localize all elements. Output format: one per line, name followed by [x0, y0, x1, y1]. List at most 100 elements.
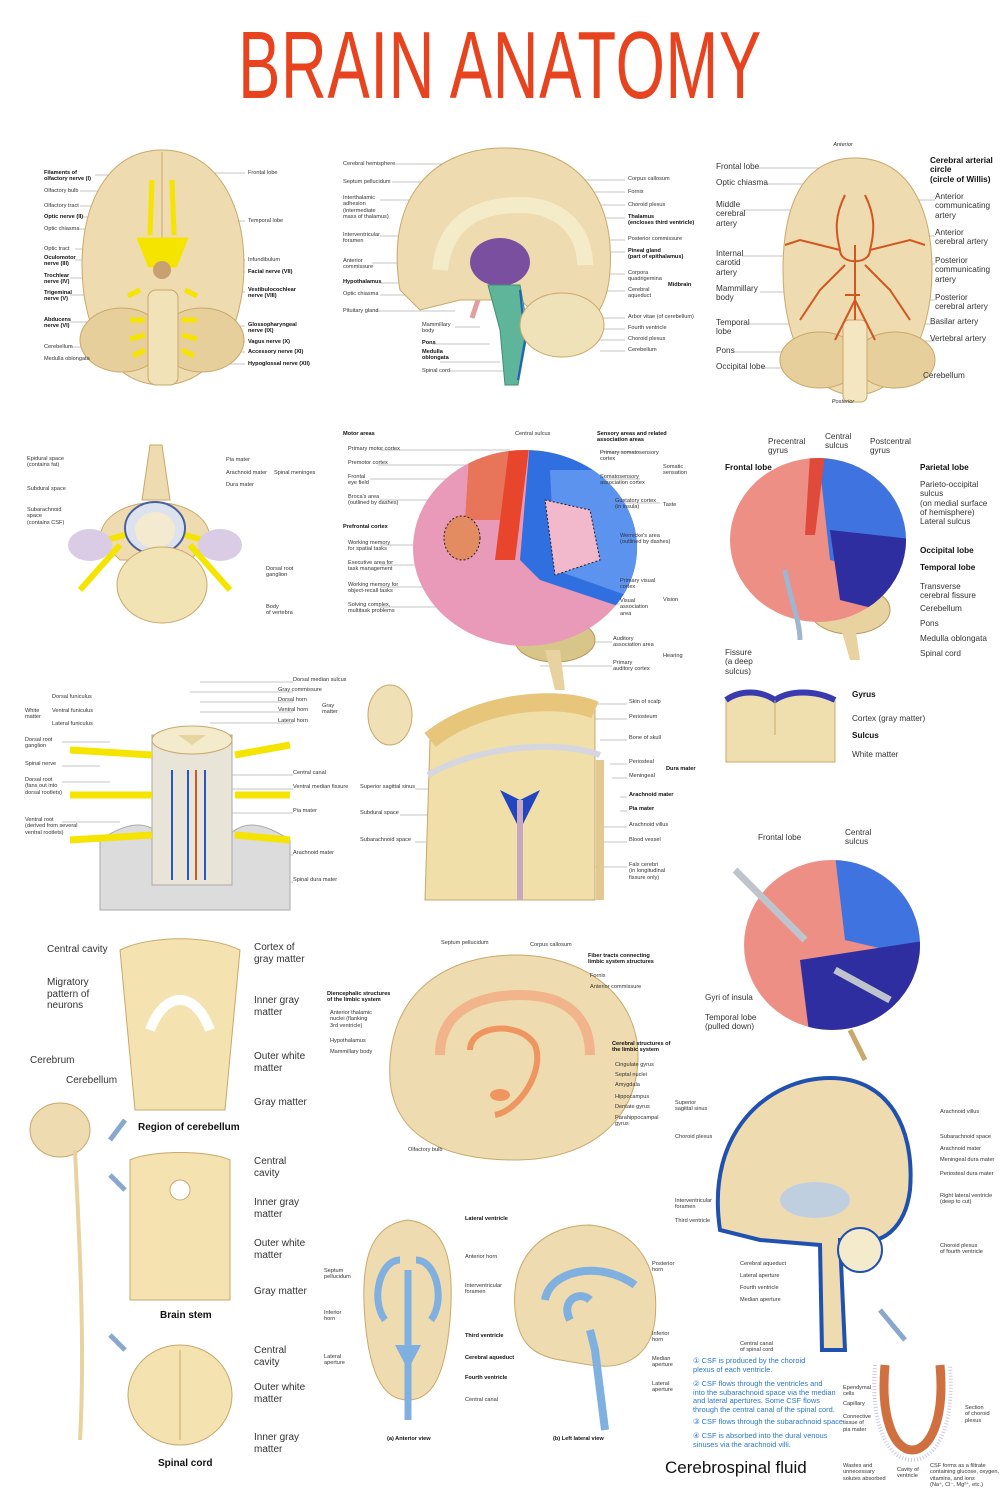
csf-label: Ependymal cells — [843, 1385, 871, 1398]
lobes-label: Medulla oblongata — [920, 634, 987, 643]
cranial-meninges-label: Dura mater — [666, 766, 696, 772]
lobes-label: Temporal lobe — [920, 563, 976, 572]
spinal-cord-label: Lateral horn — [278, 718, 308, 724]
spinal-cord-label: Ventral funiculus — [52, 708, 94, 714]
spinal-cord-label: Gray commissure — [278, 687, 322, 693]
lobes-label: Cerebellum — [920, 604, 962, 613]
sagittal-label: Medulla oblongata — [422, 349, 449, 362]
sagittal-label: Hypothalamus — [343, 279, 382, 285]
development-label: Gray matter — [254, 1286, 307, 1297]
limbic-label: Septal nuclei — [615, 1072, 648, 1078]
sagittal-label: Corpus callosum — [628, 176, 670, 182]
functional-areas-label: Somatosensory association cortex — [600, 474, 645, 487]
circle-of-willis-label: Pons — [716, 346, 735, 355]
functional-areas-label: Auditory association area — [613, 636, 654, 649]
development-label: Gray matter — [254, 1097, 307, 1108]
circle-of-willis-label: Mammillary body — [716, 284, 758, 303]
sagittal-label: Cerebral aqueduct — [628, 287, 652, 300]
sagittal-label: Arbor vitae (of cerebellum) — [628, 314, 694, 320]
limbic-label: Septum pellucidum — [441, 940, 489, 946]
sagittal-label: Midbrain — [668, 282, 692, 288]
ventricles-label: Fourth ventricle — [465, 1375, 508, 1381]
circle-of-willis-label: Temporal lobe — [716, 318, 750, 337]
csf-label: Median aperture — [740, 1297, 781, 1303]
functional-areas-label: Sensory areas and related association ar… — [597, 431, 667, 444]
csf-label: Section of choroid plexus — [965, 1405, 990, 1424]
ventricles-label: Posterior horn — [652, 1261, 675, 1274]
limbic-label: Anterior commissure — [590, 984, 642, 990]
lobes-label: Spinal cord — [920, 649, 961, 658]
functional-areas-label: Prefrontal cortex — [343, 524, 388, 530]
lobes-label: Fissure (a deep sulcus) — [725, 648, 753, 676]
cranial-meninges-label: Periosteum — [629, 714, 658, 720]
circle-of-willis-label: Anterior — [833, 142, 853, 148]
sagittal-label: Cerebellum — [628, 347, 657, 353]
cranial-nerves-label: Glossopharyngeal nerve (IX) — [248, 322, 297, 335]
cranial-nerves-label: Olfactory tract — [44, 203, 79, 209]
limbic-label: Cerebral structures of the limbic system — [612, 1041, 671, 1054]
spinal-meninges-label: Spinal meninges — [274, 470, 316, 476]
spinal-cord-label: Arachnoid mater — [293, 850, 335, 856]
limbic-label: Fornix — [590, 973, 606, 979]
spinal-cord-label: Spinal dura mater — [293, 877, 338, 883]
circle-of-willis-label: Posterior communicating artery — [935, 256, 991, 284]
sagittal-label: Corpora quadrigemina — [628, 270, 662, 283]
functional-areas-label: Primary motor cortex — [348, 446, 400, 452]
csf-step-text: ④ CSF is absorbed into the dural venous … — [693, 1431, 828, 1449]
cranial-nerves-label: Temporal lobe — [248, 218, 284, 224]
csf-step-text: ② CSF flows through the ventricles and i… — [693, 1379, 836, 1414]
circle-of-willis-illustration — [779, 157, 936, 403]
circle-of-willis-label: Middle cerebral artery — [716, 200, 746, 228]
spinal-cord-label: Dorsal horn — [278, 697, 307, 703]
functional-areas-label: Visual association area — [620, 598, 648, 617]
functional-areas-label: Gustatory cortex (in insula) — [615, 498, 657, 511]
lobes-label: Parietal lobe — [920, 463, 969, 472]
functional-areas-label: Broca's area (outlined by dashes) — [348, 494, 399, 507]
sagittal-label: Fornix — [628, 189, 644, 195]
sagittal-label: Anterior commissure — [343, 258, 374, 271]
spinal-meninges-label: Epidural space (contains fat) — [27, 456, 65, 469]
limbic-label: Hypothalamus — [330, 1038, 366, 1044]
ventricles-label: Inferior horn — [652, 1331, 670, 1344]
sagittal-brain-illustration — [396, 147, 611, 386]
circle-of-willis-label: Anterior communicating artery — [935, 192, 991, 220]
sagittal-label: Pineal gland (part of epithalamus) — [628, 248, 684, 261]
csf-label: Right lateral ventricle (deep to cut) — [940, 1193, 993, 1206]
limbic-label: Dentate gyrus — [615, 1104, 650, 1110]
insula-label: Central sulcus — [845, 828, 872, 847]
spinal-meninges-label: Body of vertebra — [266, 604, 293, 617]
spinal-cord-label: White matter — [25, 708, 41, 721]
ventricles-label: Inferior horn — [324, 1310, 342, 1323]
ventricles-label: Lateral ventricle — [465, 1216, 508, 1222]
lobes-label: Parieto-occipital sulcus (on medial surf… — [920, 480, 988, 518]
lateral-lobes-illustration — [724, 458, 906, 763]
spinal-meninges-label: Arachnoid mater — [226, 470, 268, 476]
sagittal-label: Spinal cord — [422, 368, 450, 374]
ventricles-label: (a) Anterior view — [387, 1436, 431, 1442]
ventricles-label: Central canal — [465, 1397, 498, 1403]
circle-of-willis-label: Occipital lobe — [716, 362, 766, 371]
spinal-cord-label: Ventral median fissure — [293, 784, 349, 790]
development-label: Migratory pattern of neurons — [47, 977, 90, 1011]
spinal-cord-label: Central canal — [293, 770, 326, 776]
cranial-nerves-label: Vagus nerve (X) — [248, 339, 290, 345]
cranial-nerves-label: Olfactory bulb — [44, 188, 79, 194]
spinal-cord-label: Dorsal root ganglion — [25, 737, 53, 750]
spinal-cord-label: Pia mater — [293, 808, 317, 814]
functional-areas-label: Wernicke's area (outlined by dashes) — [620, 533, 671, 546]
cranial-nerves-label: Infundibulum — [248, 257, 281, 263]
insula-illustration — [732, 860, 920, 1062]
lobes-label: Central sulcus — [825, 432, 852, 451]
cranial-meninges-label: Superior sagittal sinus — [360, 784, 416, 790]
limbic-label: Parahippocampal gyrus — [615, 1115, 659, 1128]
csf-label: Capillary — [843, 1401, 865, 1407]
development-label: Cerebellum — [66, 1075, 118, 1086]
csf-label: Arachnoid mater — [940, 1146, 982, 1152]
spinal-meninges-label: Subarachnoid space (contains CSF) — [27, 507, 65, 526]
cranial-meninges-label: Blood vessel — [629, 837, 661, 843]
vertebra-cross-section-illustration — [68, 444, 242, 624]
spinal-meninges-label: Subdural space — [27, 486, 66, 492]
ventricles-label: Lateral aperture — [652, 1381, 673, 1394]
